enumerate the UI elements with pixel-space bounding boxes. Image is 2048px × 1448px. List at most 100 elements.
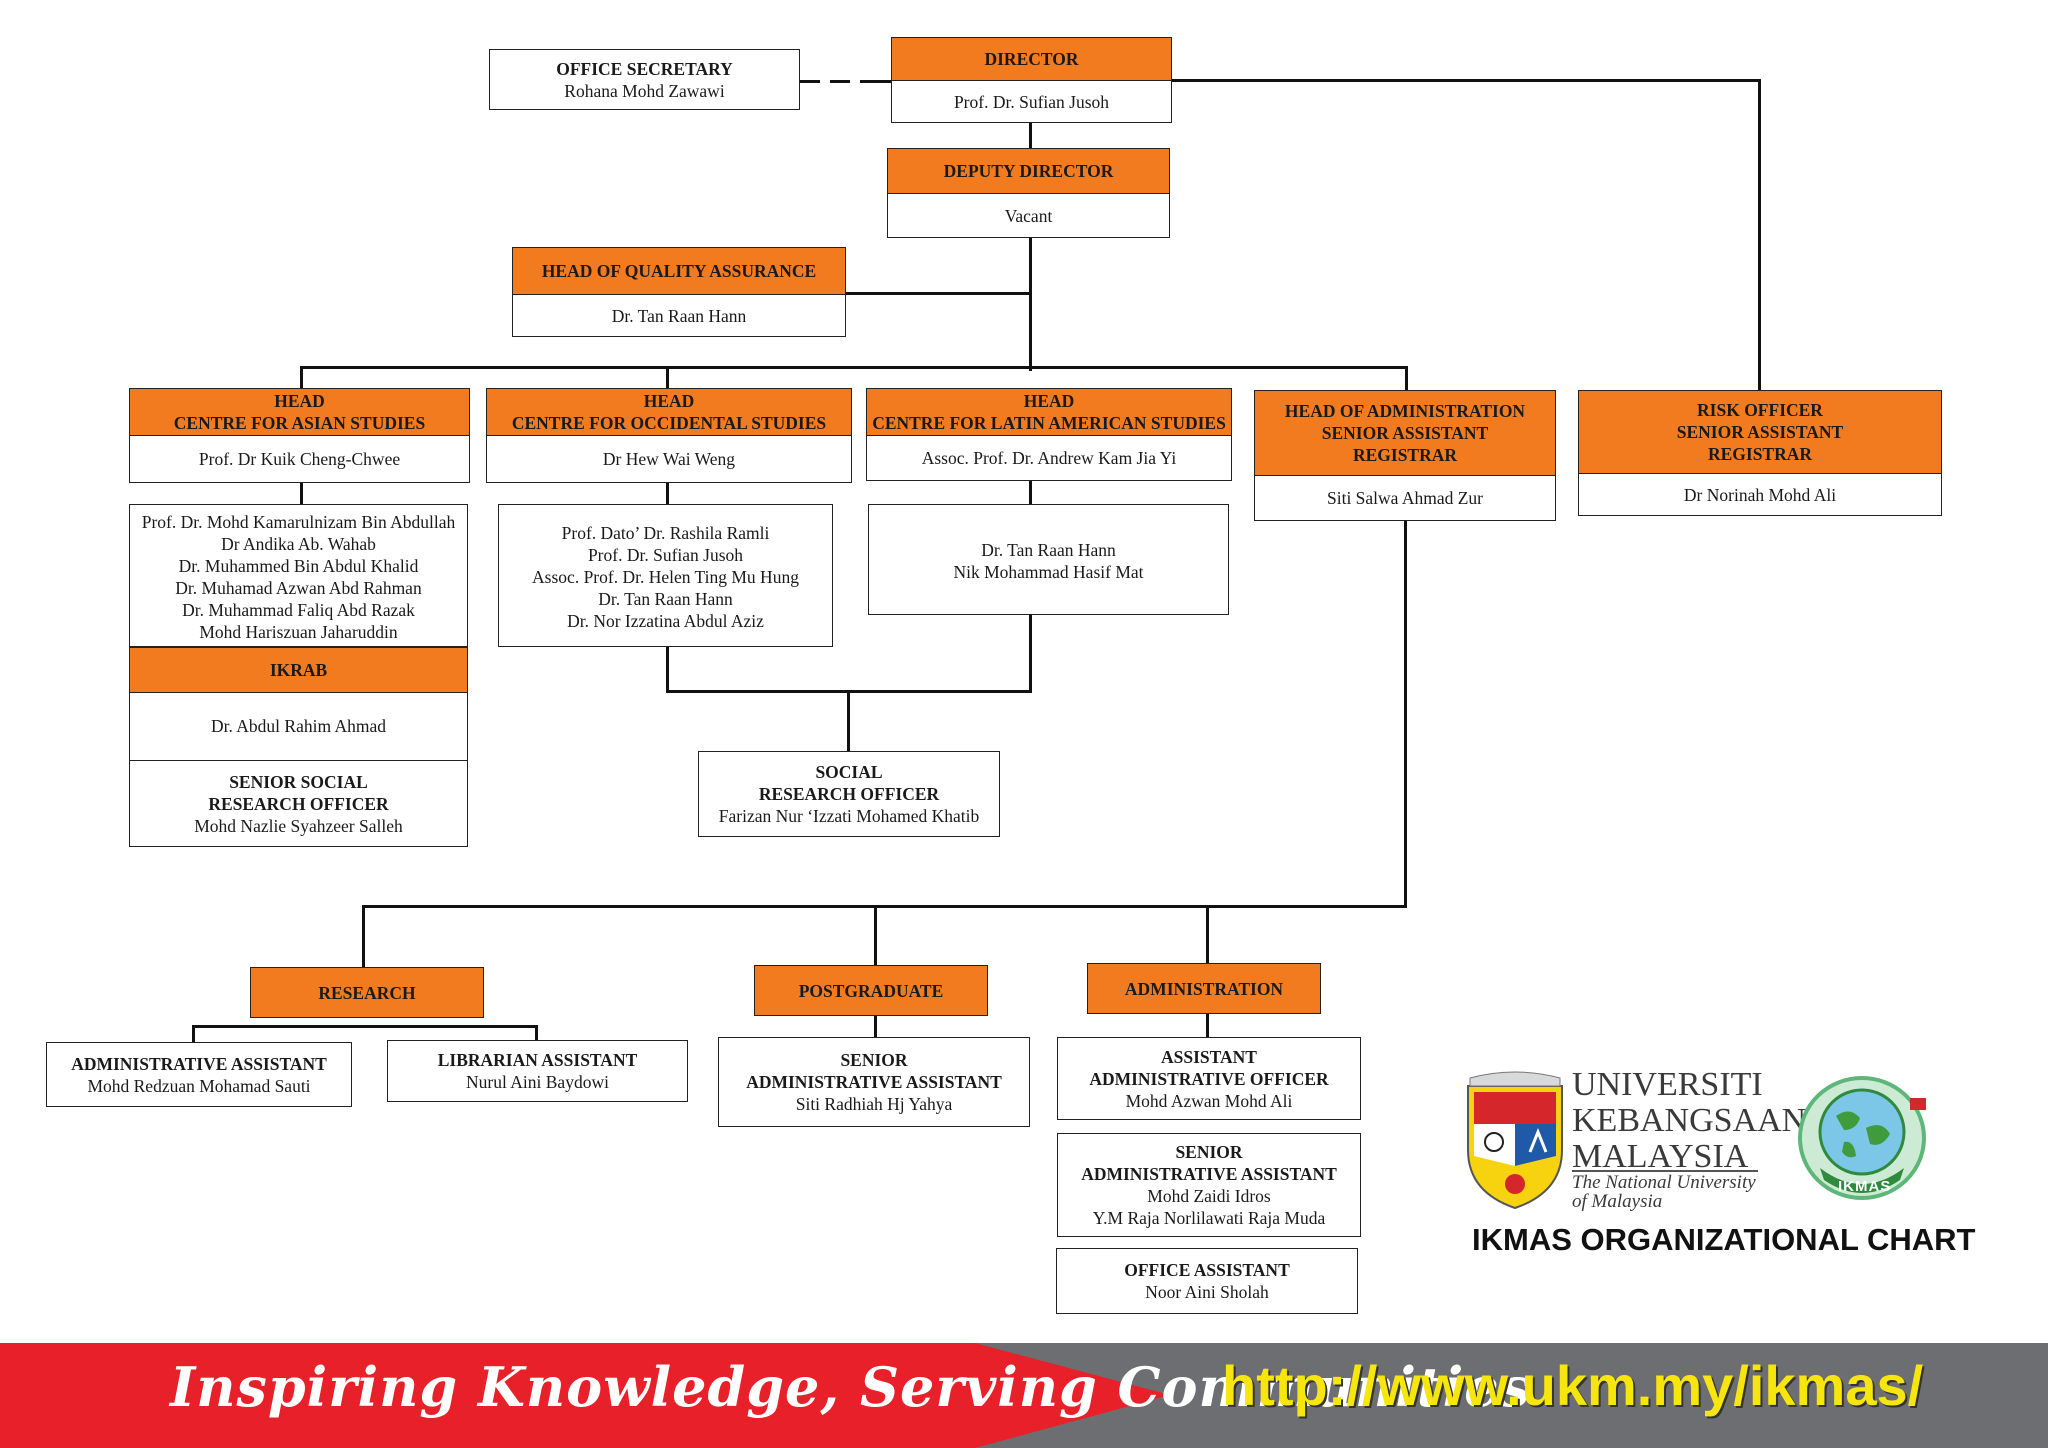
connector [1029, 122, 1032, 149]
occidental-studies-member: Assoc. Prof. Dr. Helen Ting Mu Hung [532, 566, 799, 587]
risk-officer-name: Dr Norinah Mohd Ali [1683, 484, 1837, 505]
connector [860, 80, 892, 83]
asian-studies-member: Dr. Muhammed Bin Abdul Khalid [178, 555, 419, 576]
occidental-studies-member: Prof. Dr. Sufian Jusoh [587, 544, 744, 565]
administrative-assistant-title: ADMINISTRATIVE ASSISTANT [71, 1053, 327, 1074]
asian-studies-members: Prof. Dr. Mohd Kamarulnizam Bin Abdullah… [130, 505, 467, 648]
asian-studies-member: Dr. Muhamad Azwan Abd Rahman [175, 577, 422, 598]
ukm-line1: UNIVERSITI [1572, 1066, 1763, 1103]
asian-studies-title-line1: HEAD [274, 391, 325, 411]
asian-studies-head-name: Prof. Dr Kuik Cheng-Chwee [198, 449, 401, 469]
deputy-director-name: Vacant [1004, 206, 1053, 226]
head-administration-box: HEAD OF ADMINISTRATION SENIOR ASSISTANT … [1254, 390, 1556, 521]
librarian-assistant-title: LIBRARIAN ASSISTANT [437, 1050, 638, 1070]
occidental-studies-title-line2: CENTRE FOR OCCIDENTAL STUDIES [511, 413, 827, 433]
director-box: DIRECTOR Prof. Dr. Sufian Jusoh [891, 37, 1172, 123]
latin-american-member: Dr. Tan Raan Hann [981, 539, 1116, 560]
librarian-assistant-box: LIBRARIAN ASSISTANT Nurul Aini Baydowi [387, 1040, 688, 1102]
connector [362, 905, 1407, 908]
occidental-studies-title: HEAD CENTRE FOR OCCIDENTAL STUDIES [487, 389, 851, 436]
director-name: Prof. Dr. Sufian Jusoh [953, 92, 1110, 112]
office-secretary-box: OFFICE SECRETARY Rohana Mohd Zawawi [489, 49, 800, 110]
connector [800, 80, 820, 83]
senior-social-title-line2: RESEARCH OFFICER [208, 793, 389, 814]
latin-american-title-line2: CENTRE FOR LATIN AMERICAN STUDIES [872, 413, 1226, 433]
chart-title: IKMAS ORGANIZATIONAL CHART [1472, 1222, 1976, 1257]
ikmas-logo-text: IKMAS [1838, 1178, 1892, 1195]
risk-officer-title-line1: RISK OFFICER [1697, 400, 1823, 420]
administration-unit-box: ADMINISTRATION [1087, 963, 1321, 1014]
latin-american-head-name: Assoc. Prof. Dr. Andrew Kam Jia Yi [921, 448, 1177, 468]
senior-social-title-line1: SENIOR SOCIAL [229, 771, 368, 792]
asian-studies-member: Dr. Muhammad Faliq Abd Razak [182, 599, 415, 620]
office-secretary-name: Rohana Mohd Zawawi [564, 80, 725, 101]
latin-american-member: Nik Mohammad Hasif Mat [953, 561, 1144, 582]
asian-studies-member: Mohd Hariszuan Jaharuddin [199, 621, 398, 642]
risk-officer-title: RISK OFFICER SENIOR ASSISTANT REGISTRAR [1579, 391, 1941, 474]
connector [300, 482, 303, 506]
connector [1405, 366, 1408, 392]
asian-studies-title-line2: CENTRE FOR ASIAN STUDIES [173, 413, 426, 433]
ukm-line2: KEBANGSAAN [1572, 1102, 1807, 1139]
risk-officer-box: RISK OFFICER SENIOR ASSISTANT REGISTRAR … [1578, 390, 1942, 516]
assistant-admin-officer-box: ASSISTANT ADMINISTRATIVE OFFICER Mohd Az… [1057, 1037, 1361, 1120]
ukm-crest-logo [1467, 1071, 1563, 1210]
research-unit-box: RESEARCH [250, 967, 484, 1018]
connector [844, 292, 1032, 295]
ukm-sub2: of Malaysia [1572, 1191, 1663, 1212]
risk-officer-title-line3: REGISTRAR [1707, 444, 1813, 464]
connector [874, 905, 877, 965]
connector [192, 1025, 195, 1043]
librarian-assistant-name: Nurul Aini Baydowi [466, 1072, 609, 1092]
senior-admin-assistant-name-2: Y.M Raja Norlilawati Raja Muda [1092, 1208, 1326, 1228]
occidental-studies-title-line1: HEAD [643, 391, 695, 411]
social-research-title-line1: SOCIAL [815, 762, 883, 782]
administrative-assistant-name: Mohd Redzuan Mohamad Sauti [87, 1075, 311, 1096]
senior-admin-assistant-title-line2: ADMINISTRATIVE ASSISTANT [1081, 1164, 1337, 1184]
ukm-sub1: The National University [1572, 1172, 1756, 1193]
ikrab-box: IKRAB Dr. Abdul Rahim Ahmad [129, 647, 468, 761]
asian-studies-box: HEAD CENTRE FOR ASIAN STUDIES Prof. Dr K… [129, 388, 470, 483]
asian-studies-members-box: Prof. Dr. Mohd Kamarulnizam Bin Abdullah… [129, 504, 468, 647]
social-research-title-line2: RESEARCH OFFICER [758, 784, 940, 804]
head-administration-title-line2: SENIOR ASSISTANT [1321, 423, 1489, 443]
senior-admin-assistant-name-1: Mohd Zaidi Idros [1147, 1186, 1271, 1206]
footer-url-link[interactable]: http://www.ukm.my/ikmas/ [1222, 1354, 1924, 1417]
senior-social-research-box: SENIOR SOCIAL RESEARCH OFFICER Mohd Nazl… [129, 760, 468, 847]
ukm-line3: MALAYSIA [1572, 1138, 1749, 1175]
connector [300, 366, 303, 390]
connector [1029, 614, 1032, 692]
office-assistant-name: Noor Aini Sholah [1145, 1282, 1269, 1302]
asian-studies-member: Prof. Dr. Mohd Kamarulnizam Bin Abdullah [141, 511, 456, 532]
assistant-admin-officer-title-line2: ADMINISTRATIVE OFFICER [1089, 1068, 1329, 1089]
administrative-assistant-box: ADMINISTRATIVE ASSISTANT Mohd Redzuan Mo… [46, 1042, 352, 1107]
pg-senior-admin-title-line2: ADMINISTRATIVE ASSISTANT [746, 1072, 1002, 1092]
connector [847, 690, 850, 752]
administration-unit-title: ADMINISTRATION [1124, 978, 1284, 999]
office-assistant-box: OFFICE ASSISTANT Noor Aini Sholah [1056, 1248, 1358, 1314]
connector [1171, 79, 1761, 82]
occidental-studies-box: HEAD CENTRE FOR OCCIDENTAL STUDIES Dr He… [486, 388, 852, 483]
latin-american-box: HEAD CENTRE FOR LATIN AMERICAN STUDIES A… [866, 388, 1232, 481]
office-assistant-title: OFFICE ASSISTANT [1124, 1260, 1290, 1280]
occidental-studies-member: Dr. Tan Raan Hann [598, 588, 733, 609]
connector [1758, 79, 1761, 391]
quality-assurance-title: HEAD OF QUALITY ASSURANCE [513, 248, 845, 295]
connector [830, 80, 850, 83]
senior-admin-assistant-box: SENIOR ADMINISTRATIVE ASSISTANT Mohd Zai… [1057, 1133, 1361, 1237]
latin-american-title-line1: HEAD [1023, 391, 1075, 411]
risk-officer-title-line2: SENIOR ASSISTANT [1676, 422, 1844, 442]
senior-social-name: Mohd Nazlie Syahzeer Salleh [194, 815, 403, 836]
senior-admin-assistant-title-line1: SENIOR [1175, 1142, 1243, 1162]
connector [535, 1025, 538, 1042]
connector [1404, 520, 1407, 908]
asian-studies-title: HEAD CENTRE FOR ASIAN STUDIES [130, 389, 469, 436]
postgraduate-unit-box: POSTGRADUATE [754, 965, 988, 1016]
connector [1029, 480, 1032, 504]
deputy-director-title: DEPUTY DIRECTOR [888, 149, 1169, 194]
connector [192, 1025, 538, 1028]
occidental-studies-head-name: Dr Hew Wai Weng [602, 449, 736, 469]
connector [666, 646, 669, 692]
ikrab-name: Dr. Abdul Rahim Ahmad [211, 716, 386, 736]
